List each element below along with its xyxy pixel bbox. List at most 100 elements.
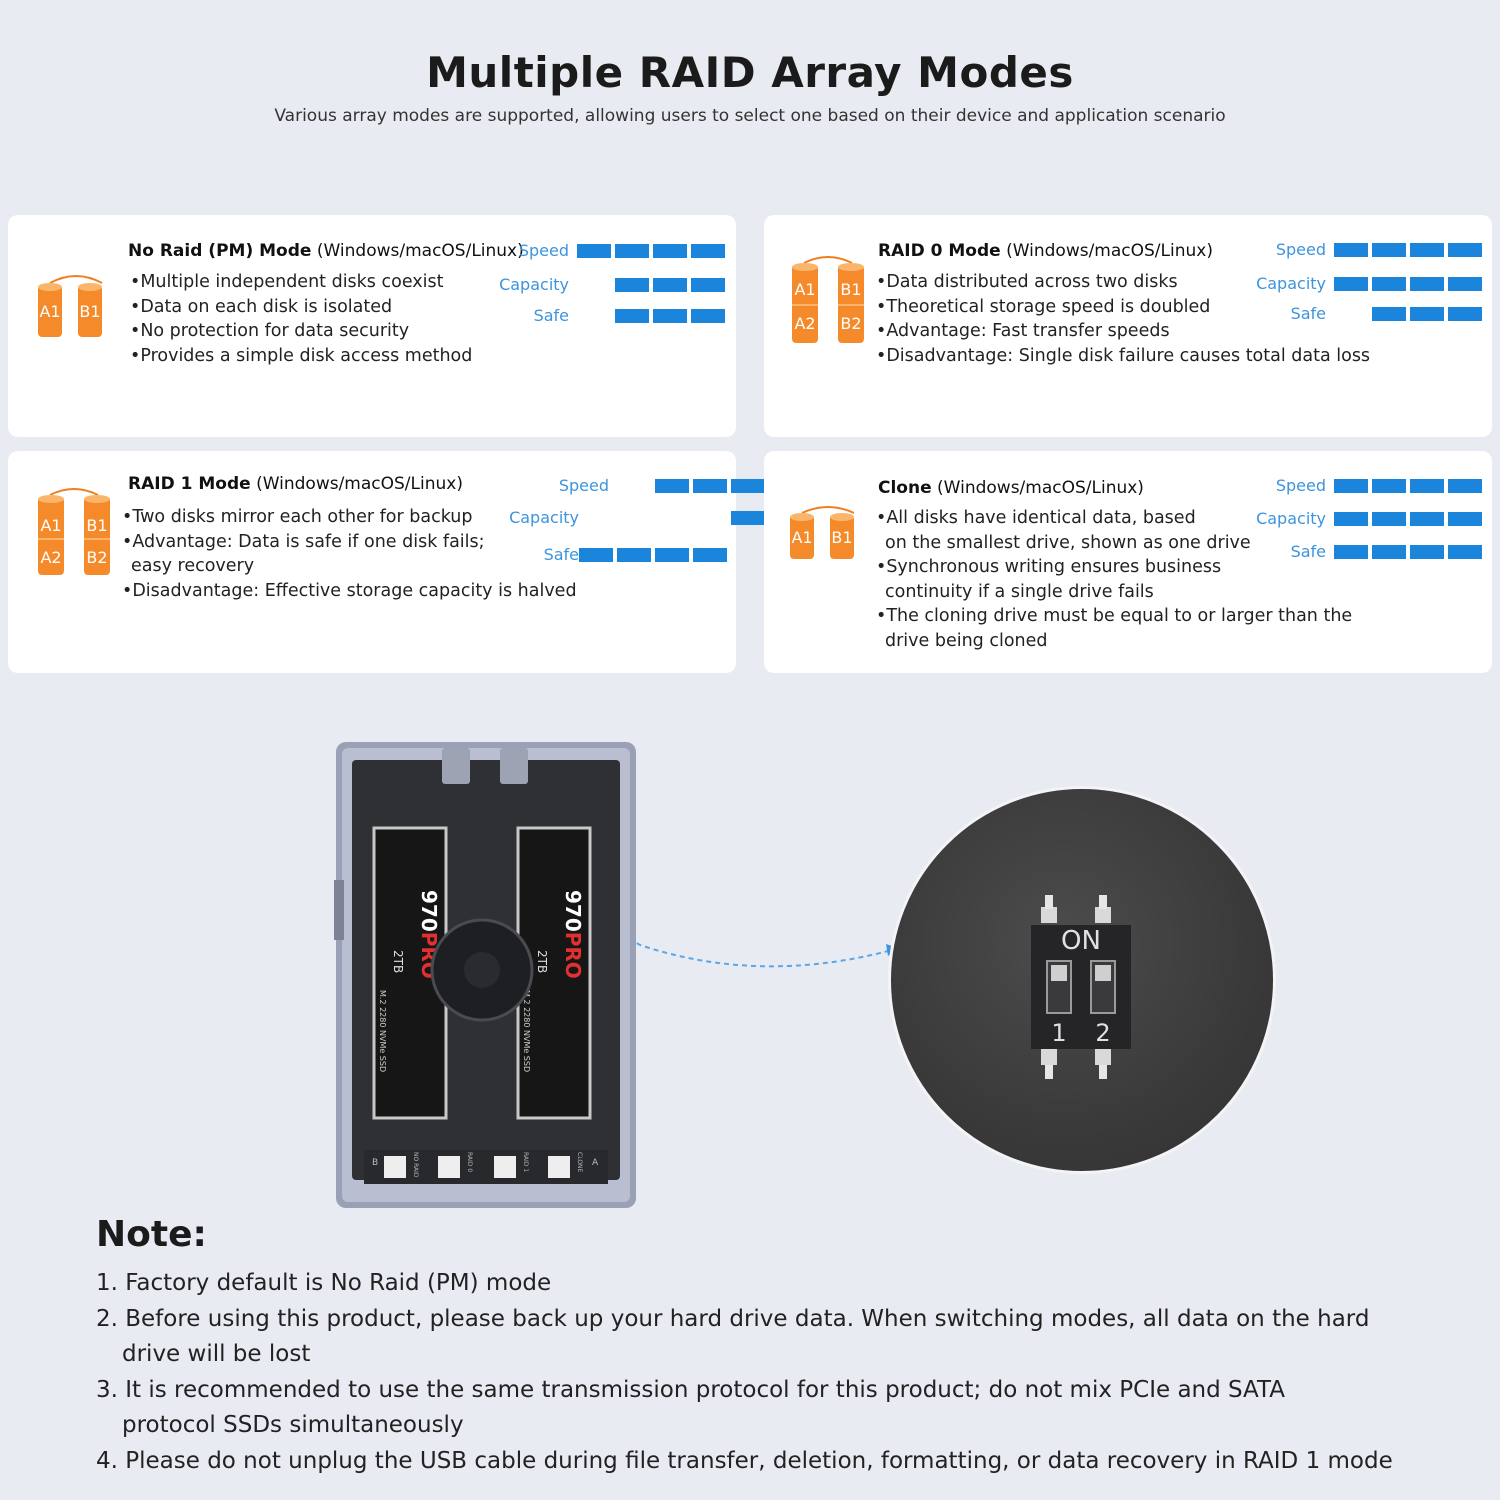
rating-bar [615,309,649,323]
ssd-model-left: 970PRO [417,890,441,979]
rating-bar [1448,479,1482,493]
rating-bar [1410,277,1444,291]
disk-label-a2: A2 [40,548,61,567]
note-list: 1. Factory default is No Raid (PM) mode … [96,1266,1393,1479]
bullet-line: •Advantage: Data is safe if one disk fai… [122,531,485,552]
rating-bar [691,309,725,323]
ssd-model-num: 970 [417,890,441,932]
switch-label-no-raid: NO RAID [412,1152,419,1178]
capacity-label: Capacity [499,275,569,294]
bullet-line: easy recovery [131,556,255,576]
rating-bar [1448,243,1482,257]
bullet-line: drive being cloned [885,630,1048,651]
rating-bar [1410,243,1444,257]
disk-label-a1: A1 [794,280,815,299]
mode-name: No Raid (PM) Mode [128,241,312,261]
bullet-line: •Theoretical storage speed is doubled [876,296,1211,317]
rating-bar [617,548,651,562]
mode-heading: RAID 0 Mode (Windows/macOS/Linux) [878,241,1213,261]
note-item: 4. Please do not unplug the USB cable du… [96,1447,1393,1474]
note-item: 1. Factory default is No Raid (PM) mode [96,1270,552,1296]
switch-label-raid-0: RAID 0 [466,1152,473,1172]
ssd-type-right: M.2 2280 NVMe SSD [522,990,531,1072]
rating-bar [1410,545,1444,559]
rating-bar [577,244,611,258]
rating-bar [1372,307,1406,321]
rating-bar [1410,479,1444,493]
rating-bar [1448,545,1482,559]
dip-switch-magnifier: ON 1 2 [888,786,1276,1174]
mode-heading: No Raid (PM) Mode (Windows/macOS/Linux) [128,241,524,261]
dip-on-label: ON [1061,926,1101,956]
bullet-line: •Advantage: Fast transfer speeds [876,321,1170,341]
mode-card-no-raid: A1 B1 No Raid (PM) Mode (Windows/macOS/L… [8,215,736,437]
rating-bar [1334,243,1368,257]
disk-label-b2: B2 [86,548,107,567]
mode-name: RAID 1 Mode [128,474,251,494]
four-disk-icon: A1 A2 B1 B2 [792,256,864,343]
disk-label-b1: B1 [79,302,100,321]
speed-label: Speed [1275,476,1326,495]
speed-label: Speed [558,476,609,495]
page-subtitle: Various array modes are supported, allow… [274,106,1226,126]
rating-bar [579,548,613,562]
ssd-capacity-right: 2TB [535,950,549,973]
mode-os: (Windows/macOS/Linux) [316,241,524,261]
disk-label-a1: A1 [39,302,60,321]
switch-label-raid-1: RAID 1 [522,1152,529,1172]
bullet-line: •The cloning drive must be equal to or l… [876,606,1353,626]
dip-switch-icon: ON 1 2 [1031,895,1131,1079]
bullet-line: •All disks have identical data, based [876,508,1196,528]
bullet-line: •Two disks mirror each other for backup [122,507,473,527]
bullet-line: continuity if a single drive fails [885,581,1154,602]
capacity-label: Capacity [509,508,579,527]
disk-label-b1: B1 [831,528,852,547]
rating-bar [1410,307,1444,321]
rating-bar [1334,512,1368,526]
slot-label-a: A [592,1158,599,1168]
capacity-label: Capacity [1256,274,1326,293]
switch-label-clone: CLONE [576,1152,583,1173]
bullet-line: •Synchronous writing ensures business [876,557,1222,577]
rating-bar [1372,243,1406,257]
rating-bar [691,278,725,292]
ssd-model-suffix: PRO [561,932,585,979]
bullet-line: •Provides a simple disk access method [130,345,473,366]
bullet-line: •Disadvantage: Effective storage capacit… [122,580,577,601]
mode-bullets: •All disks have identical data, based on… [876,506,1352,653]
disk-label-a1: A1 [791,528,812,547]
dip-pin-1: 1 [1051,1019,1066,1047]
rating-bar [731,511,765,525]
bullet-line: •Multiple independent disks coexist [130,272,444,292]
disk-label-b1: B1 [840,280,861,299]
rating-bar [1334,479,1368,493]
rating-bar [1334,277,1368,291]
rating-bar [693,479,727,493]
mode-heading: Clone (Windows/macOS/Linux) [878,478,1144,498]
mode-os: (Windows/macOS/Linux) [937,478,1144,498]
rating-bar [1372,277,1406,291]
mode-bullets: •Multiple independent disks coexist •Dat… [130,270,472,368]
rating-bar [1334,545,1368,559]
rating-bar [1448,307,1482,321]
rating-bar [731,479,765,493]
mode-name: RAID 0 Mode [878,241,1001,261]
bullet-line: •No protection for data security [130,321,410,341]
disk-label-a2: A2 [794,314,815,333]
safe-label: Safe [1290,542,1326,561]
safe-label: Safe [1290,304,1326,323]
rating-bar [653,309,687,323]
safe-label: Safe [543,545,579,564]
safe-label: Safe [533,306,569,325]
rating-bar [615,244,649,258]
ssd-type-left: M.2 2280 NVMe SSD [378,990,387,1072]
rating-bar [693,548,727,562]
bullet-line: •Data on each disk is isolated [130,296,393,317]
rating-bar [1448,512,1482,526]
rating-bar [653,244,687,258]
mode-os: (Windows/macOS/Linux) [256,474,463,494]
bullet-line: on the smallest drive, shown as one driv… [885,532,1251,553]
capacity-label: Capacity [1256,509,1326,528]
note-title: Note: [96,1214,207,1255]
mode-card-raid-1: A1 A2 B1 B2 RAID 1 Mode (Windows/macOS/L… [8,451,803,673]
